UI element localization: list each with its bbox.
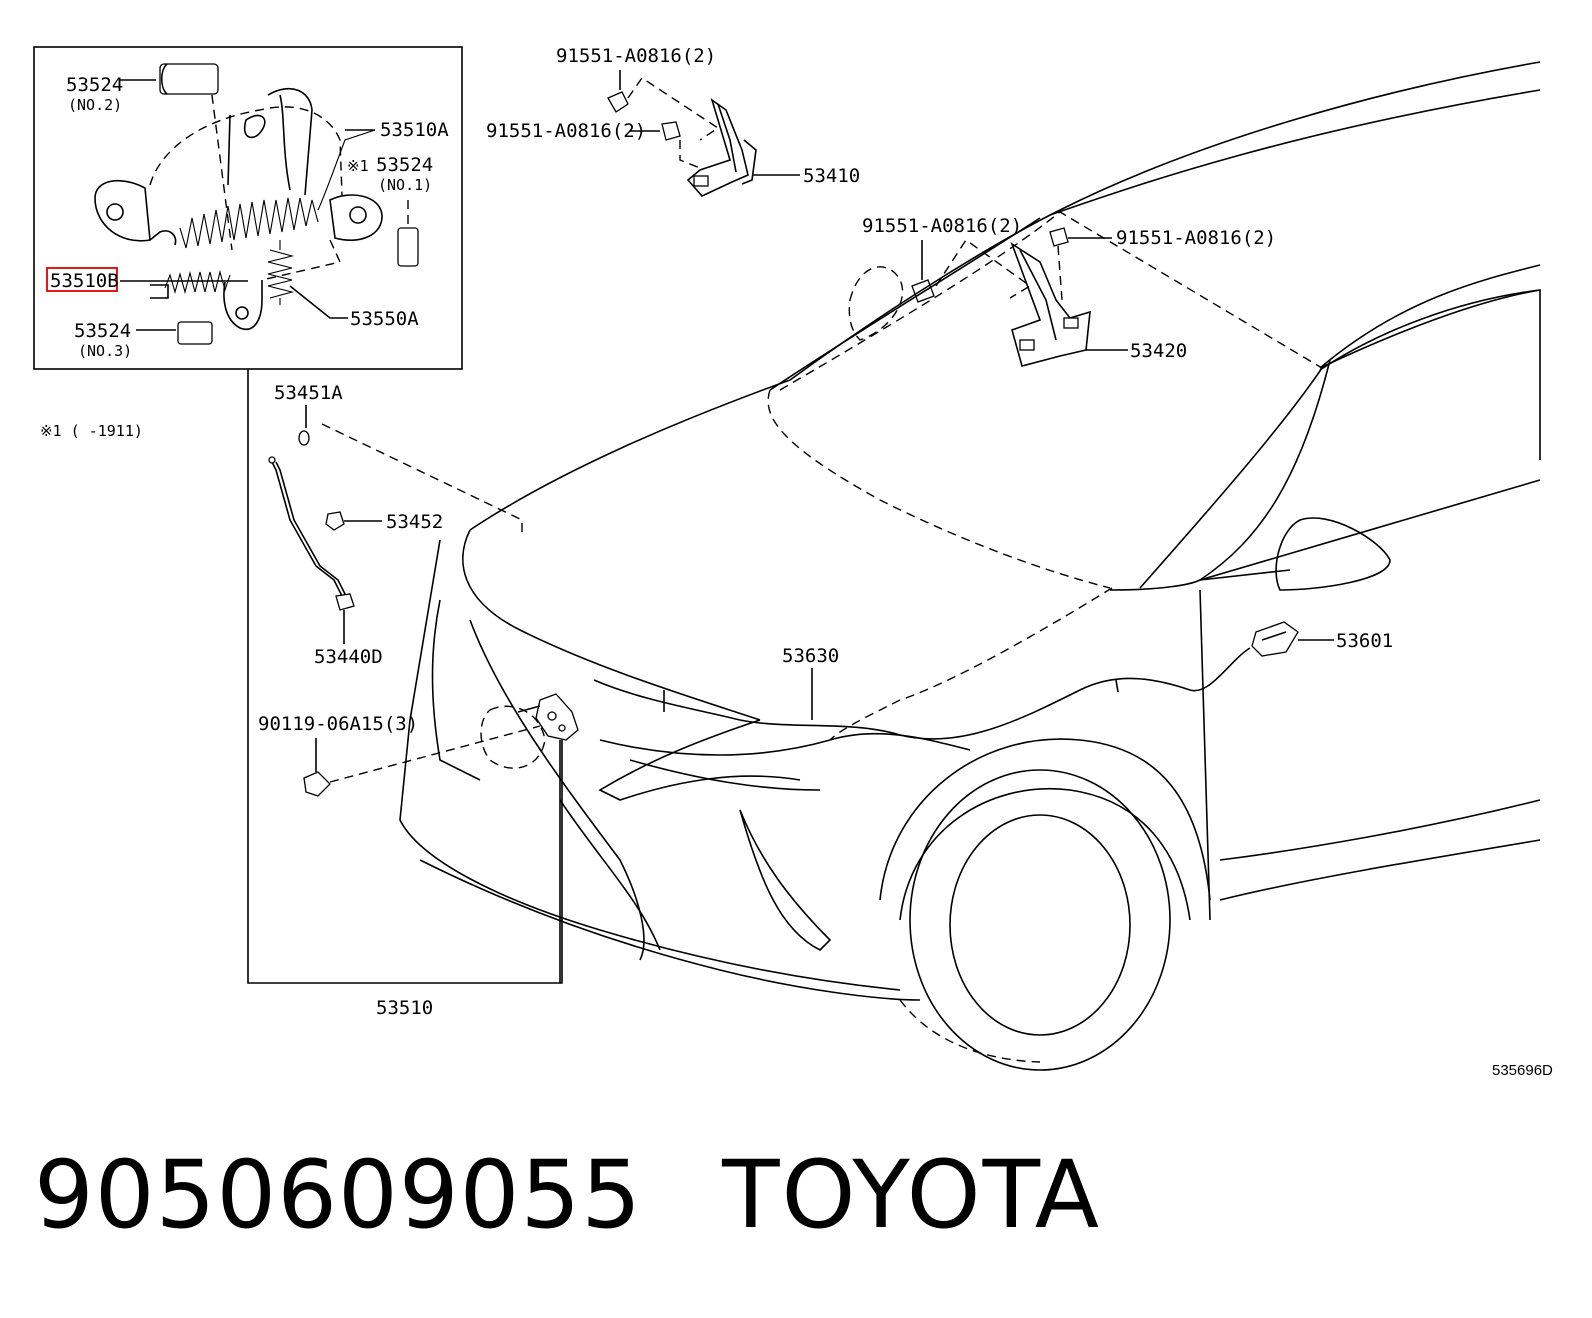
- label-53510A: 53510A: [380, 119, 449, 141]
- hood-lock-assembly: [517, 693, 579, 741]
- spring-53510A: [179, 129, 376, 249]
- label-53510: 53510: [376, 997, 433, 1019]
- hood-lock-body-drawing: [94, 79, 383, 331]
- illustration-id: 535696D: [1492, 1062, 1553, 1079]
- release-lever-53601: [1251, 621, 1299, 657]
- label-53410: 53410: [803, 165, 860, 187]
- label-53452: 53452: [386, 511, 443, 533]
- cushion-53524-no2: [159, 63, 219, 95]
- bolt-91551-d: [1049, 227, 1069, 247]
- label-53451A: 53451A: [274, 382, 343, 404]
- bolt-90119: [303, 771, 331, 797]
- label-91551-a: 91551-A0816(2): [556, 45, 716, 67]
- vehicle-outline: [399, 61, 1541, 1071]
- footnote-1: ※1 ( -1911): [40, 422, 143, 440]
- label-53524-no1: 53524: [376, 154, 433, 176]
- label-53601: 53601: [1336, 630, 1393, 652]
- hood-hinge-53420: [1010, 242, 1091, 367]
- caption: 9050609055 TOYOTA: [34, 1140, 1101, 1250]
- highlight-box: [46, 267, 118, 292]
- bolt-91551-c: [911, 279, 935, 303]
- cushion-53524-no3: [177, 321, 213, 345]
- clip-53440D: [335, 593, 355, 611]
- label-53630: 53630: [782, 645, 839, 667]
- label-53524-no1-sub: (NO.1): [378, 176, 432, 194]
- label-91551-b: 91551-A0816(2): [486, 120, 646, 142]
- label-53524-no2: 53524: [66, 74, 123, 96]
- bolt-91551-a: [607, 91, 629, 113]
- clip-53451A: [298, 430, 310, 446]
- bolt-91551-b: [661, 121, 681, 141]
- parts-diagram: 53524 (NO.2) 53510A ※1 53524 (NO.1) 5351…: [33, 45, 1553, 1079]
- label-53524-no3: 53524: [74, 320, 131, 342]
- release-rod: [268, 456, 349, 601]
- label-53550A: 53550A: [350, 308, 419, 330]
- hood-hinge-53410: [686, 97, 757, 197]
- note-mark-53524: ※1: [347, 157, 369, 175]
- label-53524-no3-sub: (NO.3): [78, 342, 132, 360]
- label-90119-06A15: 90119-06A15(3): [258, 713, 418, 735]
- spring-53510B: [164, 269, 231, 295]
- label-91551-c: 91551-A0816(2): [862, 215, 1022, 237]
- label-53510B: 53510B: [50, 270, 119, 292]
- hood-lock-group-bracket: [247, 369, 563, 984]
- spring-53550A: [267, 240, 295, 305]
- cushion-53524-no1: [397, 200, 419, 267]
- label-53440D: 53440D: [314, 646, 383, 668]
- hood-release-cable: [593, 647, 1251, 740]
- label-53524-no2-sub: (NO.2): [68, 96, 122, 114]
- label-91551-d: 91551-A0816(2): [1116, 227, 1276, 249]
- clip-53452: [325, 511, 345, 531]
- part-number: 9050609055: [34, 1140, 643, 1250]
- brand-name: TOYOTA: [722, 1140, 1102, 1250]
- label-53420: 53420: [1130, 340, 1187, 362]
